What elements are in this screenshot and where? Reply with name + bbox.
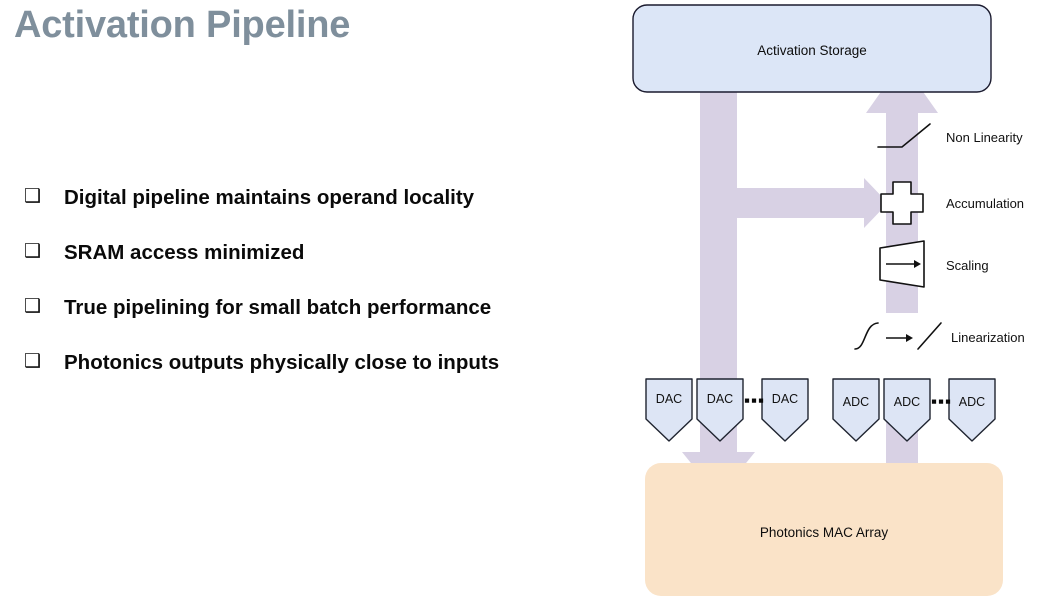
activation-storage-label: Activation Storage [757,43,867,58]
scaling-label: Scaling [946,258,989,273]
relu-curve-icon [877,123,931,148]
plus-cross-icon [880,181,924,225]
list-item: ❑ True pipelining for small batch perfor… [18,296,608,351]
square-bullet-icon: ❑ [24,186,42,207]
sigmoid-to-line-icon [854,322,942,350]
dac-label: DAC [706,392,734,406]
trapezoid-arrow-icon [879,240,925,288]
list-item: ❑ Digital pipeline maintains operand loc… [18,186,608,241]
adc-label: ADC [958,395,986,409]
dac-label: DAC [771,392,799,406]
list-item-label: True pipelining for small batch performa… [64,296,492,319]
activation-storage-box [632,4,992,93]
linearization-label: Linearization [951,330,1025,345]
non-linearity-label: Non Linearity [946,130,1023,145]
adc-shape [883,378,931,442]
adc-to-storage-flow-arrow [866,62,938,160]
dac-shape [645,378,693,442]
dac-ellipsis: ▪▪▪ [744,391,766,410]
accumulation-label: Accumulation [946,196,1025,211]
adc-shape [832,378,880,442]
square-bullet-icon: ❑ [24,296,42,317]
list-item-label: SRAM access minimized [64,241,305,264]
dac-shape [696,378,744,442]
adc-label: ADC [893,395,921,409]
adc-label: ADC [842,395,870,409]
photonics-mac-array-label: Photonics MAC Array [759,525,889,540]
list-item: ❑ Photonics outputs physically close to … [18,351,608,406]
list-item-label: Photonics outputs physically close to in… [64,351,500,374]
photonics-mac-array-box [645,463,1003,596]
bullet-list: ❑ Digital pipeline maintains operand loc… [18,186,608,406]
adc-ellipsis: ▪▪▪ [931,392,953,411]
list-item-label: Digital pipeline maintains operand local… [64,186,475,209]
dac-shape [761,378,809,442]
dac-label: DAC [655,392,683,406]
storage-to-accumulation-flow-arrow [737,178,888,228]
square-bullet-icon: ❑ [24,351,42,372]
square-bullet-icon: ❑ [24,241,42,262]
page-title: Activation Pipeline [14,4,351,46]
list-item: ❑ SRAM access minimized [18,241,608,296]
adc-shape [948,378,996,442]
